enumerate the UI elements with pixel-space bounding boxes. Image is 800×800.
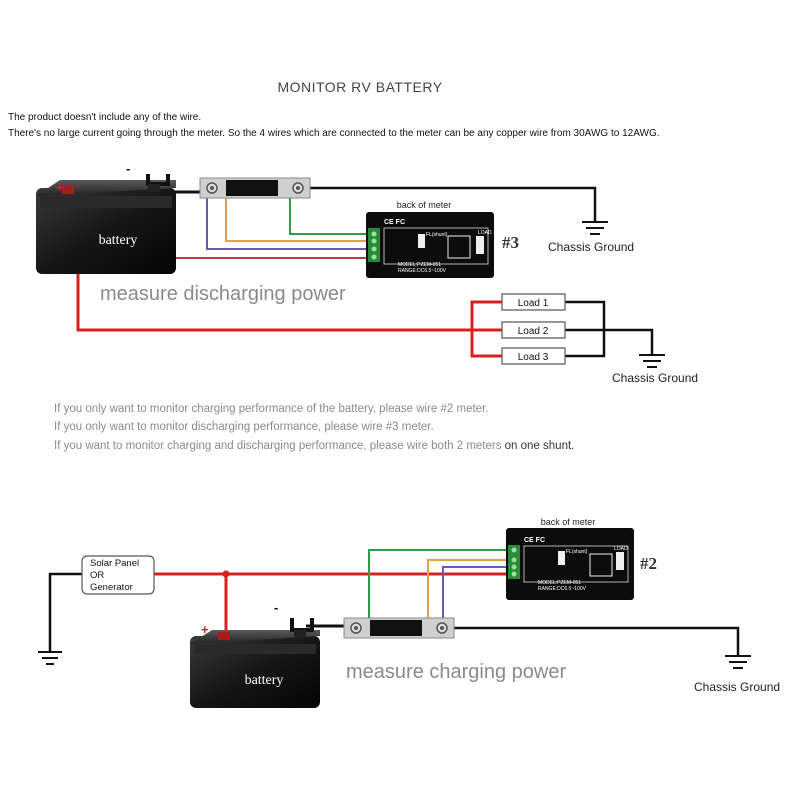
meter-number: #3 — [502, 233, 519, 252]
ground-icon — [38, 651, 62, 665]
meter-caption: back of meter — [397, 200, 452, 210]
load-3-label: Load 3 — [518, 352, 549, 363]
cert-marks: CE FC — [384, 219, 405, 226]
discharge-caption: measure discharging power — [100, 283, 346, 305]
instruction-line-3: If you want to monitor charging and disc… — [54, 440, 574, 452]
load-text: LOAD — [614, 546, 628, 552]
shunt-to-ground-wire — [300, 186, 597, 222]
instruction-line-3-prefix: If you want to monitor charging and disc… — [54, 440, 505, 452]
charge-caption: measure charging power — [346, 661, 566, 683]
battery-charge: battery — [190, 618, 320, 708]
battery-label: battery — [245, 673, 284, 688]
ground-icon — [582, 221, 608, 235]
minus-sign: - — [126, 161, 130, 176]
meter-purple-wire — [206, 196, 372, 250]
load-1-label: Load 1 — [518, 298, 549, 309]
shunt-text: FL(shunt) — [566, 549, 588, 555]
load-1: Load 1 — [501, 293, 566, 311]
plus-sign: + — [56, 180, 64, 195]
meter-back-3: CE FC FL(shunt) LOAD MODEL:PZEM-051 RANG… — [366, 212, 494, 278]
ground-icon — [725, 655, 751, 669]
shunt-charge — [343, 617, 455, 639]
meter-back-2: CE FC FL(shunt) LOAD MODEL:PZEM-051 RANG… — [506, 528, 634, 600]
model-text: MODEL:PZEM-051 — [398, 262, 441, 268]
load-text: LOAD — [478, 230, 492, 236]
meter-green-wire — [289, 196, 372, 235]
plus-sign: + — [201, 622, 209, 637]
source-label-line-3: Generator — [90, 582, 133, 593]
shunt-to-ground-wire — [446, 626, 740, 656]
instruction-line-1: If you only want to monitor charging per… — [54, 403, 488, 415]
shunt-discharge — [199, 177, 311, 199]
ground-label: Chassis Ground — [694, 680, 780, 694]
instruction-line-3-emphasis: on one shunt. — [505, 440, 575, 452]
ground-icon — [639, 354, 665, 368]
ground-2-wire — [604, 328, 654, 355]
discharge-diagram: battery + - back of meter CE FC — [36, 161, 698, 385]
meter-number: #2 — [640, 554, 657, 573]
range-text: RANGE:DC6.5~100V — [538, 586, 587, 592]
cert-marks: CE FC — [524, 537, 545, 544]
minus-sign: - — [274, 600, 278, 615]
junction-dot — [222, 570, 230, 578]
source-label-line-2: OR — [90, 570, 104, 581]
meter-purple-wire — [442, 566, 514, 618]
load-2-label: Load 2 — [518, 326, 549, 337]
solar-panel-or-generator: Solar Panel OR Generator — [81, 555, 155, 595]
source-ground-wire — [48, 572, 82, 652]
meter-orange-wire — [427, 559, 514, 618]
meter-green-wire — [368, 549, 514, 618]
model-text: MODEL:PZEM-051 — [538, 580, 581, 586]
range-text: RANGE:DC6.5~100V — [398, 268, 447, 274]
load-2: Load 2 — [501, 321, 566, 339]
load-3: Load 3 — [501, 347, 566, 365]
shunt-text: FL(shunt) — [426, 232, 448, 238]
instruction-line-2: If you only want to monitor discharging … — [54, 421, 434, 433]
meter-orange-wire — [225, 196, 372, 242]
meter-caption: back of meter — [541, 517, 596, 527]
ground-label: Chassis Ground — [612, 371, 698, 385]
battery-label: battery — [99, 233, 138, 248]
battery-discharge: battery — [36, 174, 176, 274]
note-line-2: There's no large current going through t… — [8, 128, 660, 139]
ground-label: Chassis Ground — [548, 240, 634, 254]
positive-branch-load-3 — [470, 330, 502, 358]
note-line-1: The product doesn't include any of the w… — [8, 112, 201, 123]
charge-diagram: battery + - Solar Panel OR Generator bac… — [38, 517, 780, 708]
positive-branch-load-1 — [470, 300, 502, 330]
source-label-line-1: Solar Panel — [90, 558, 139, 569]
page-title: MONITOR RV BATTERY — [277, 79, 442, 95]
